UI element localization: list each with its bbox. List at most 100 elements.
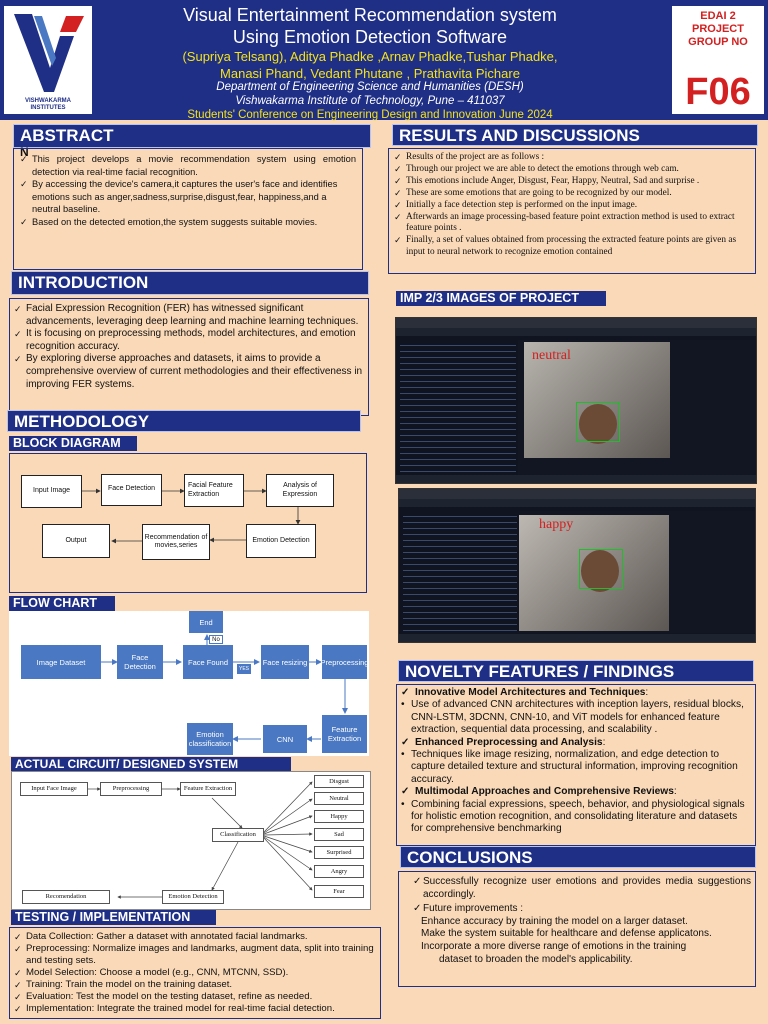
- check-icon: ✓: [401, 786, 410, 798]
- introduction-heading: INTRODUCTION: [11, 271, 369, 295]
- flow-node-cnn: CNN: [263, 725, 307, 753]
- group-id: F06: [685, 71, 751, 113]
- authors-line1: (Supriya Telsang), Aditya Phadke ,Arnav …: [182, 49, 558, 64]
- results-heading: RESULTS AND DISCUSSIONS: [392, 124, 758, 146]
- testing-item: Evaluation: Test the model on the testin…: [14, 991, 376, 1003]
- testing-heading: TESTING / IMPLEMENTATION: [11, 910, 216, 925]
- block-node-feature-extraction: Facial Feature Extraction: [184, 474, 244, 507]
- dept-line2: Vishwakarma Institute of Technology, Pun…: [235, 95, 505, 107]
- results-item: Through our project we are able to detec…: [394, 164, 750, 176]
- logo-text-line1: VISHWAKARMA: [25, 98, 71, 104]
- circuit-emotion-angry: Angry: [314, 865, 364, 878]
- webcam-frame: neutral: [524, 342, 670, 458]
- circuit-emotion-surprised: Surprised: [314, 846, 364, 859]
- conclusions-sub-1: Enhance accuracy by training the model o…: [421, 915, 688, 927]
- conclusions-content: ✓Successfully recognize user emotions an…: [413, 876, 751, 966]
- flow-node-face-found: Face Found: [183, 645, 233, 679]
- testing-box: Data Collection: Gather a dataset with a…: [9, 927, 381, 1019]
- block-diagram: Input Image Face Detection Facial Featur…: [9, 453, 367, 593]
- screenshot-taskbar: [396, 475, 756, 483]
- novelty-title-1: ✓Innovative Model Architectures and Tech…: [401, 687, 649, 698]
- circuit-node-input: Input Face Image: [20, 782, 88, 796]
- face-icon: [579, 404, 617, 444]
- novelty-title-text: Multimodal Approaches and Comprehensive …: [415, 786, 674, 798]
- novelty-body-3: •Combining facial expressions, speech, b…: [401, 799, 751, 836]
- circuit-node-emotion-detection: Emotion Detection: [162, 890, 224, 904]
- logo-text: VISHWAKARMA INSTITUTES: [4, 98, 92, 112]
- conclusions-item-2: ✓Future improvements :: [413, 903, 751, 916]
- introduction-item: It is focusing on preprocessing methods,…: [14, 328, 364, 353]
- group-label-line3: GROUP NO: [688, 36, 748, 48]
- novelty-heading: NOVELTY FEATURES / FINDINGS: [398, 660, 754, 682]
- results-item: Results of the project are as follows :: [394, 152, 750, 164]
- conclusions-box: ✓Successfully recognize user emotions an…: [398, 871, 756, 987]
- project-screenshot-1: neutral: [395, 317, 757, 484]
- novelty-title-text: Enhanced Preprocessing and Analysis: [415, 736, 603, 748]
- circuit-node-feature-extraction: Feature Extraction: [180, 782, 236, 796]
- abstract-heading-overflow: N: [20, 145, 29, 159]
- department: Department of Engineering Science and Hu…: [100, 80, 640, 108]
- screenshot-tabs: [396, 328, 756, 336]
- conference-line: Students' Conference on Engineering Desi…: [187, 109, 553, 121]
- face-box: [576, 402, 620, 442]
- group-label: EDAI 2 PROJECT GROUP NO: [672, 10, 764, 49]
- abstract-heading: ABSTRACT: [13, 124, 371, 148]
- novelty-box: ✓ Innovative Model Architectures and Tech…: [396, 684, 756, 846]
- authors: (Supriya Telsang), Aditya Phadke ,Arnav …: [100, 48, 640, 82]
- block-node-face-detection: Face Detection: [101, 474, 162, 506]
- conclusions-heading: CONCLUSIONS: [400, 846, 756, 868]
- poster-title: Visual Entertainment Recommendation syst…: [100, 4, 640, 48]
- group-label-line1: EDAI 2: [700, 10, 736, 22]
- flow-yes-label: YES: [237, 664, 251, 674]
- project-screenshot-2: happy: [398, 488, 756, 643]
- emotion-label: happy: [539, 517, 574, 532]
- circuit-emotion-fear: Fear: [314, 885, 364, 898]
- testing-item: Model Selection: Choose a model (e.g., C…: [14, 967, 376, 979]
- flow-chart-heading: FLOW CHART: [9, 596, 115, 611]
- flow-no-label: No: [209, 635, 223, 644]
- conclusions-sub-3a: Incorporate a more diverse range of emot…: [421, 940, 687, 952]
- group-box: EDAI 2 PROJECT GROUP NO F06: [672, 6, 764, 114]
- conclusions-item-text: Successfully recognize user emotions and…: [423, 876, 751, 900]
- testing-item: Implementation: Integrate the trained mo…: [14, 1003, 376, 1015]
- flow-node-preprocessing: Preprocessing: [321, 645, 368, 679]
- abstract-list: This project develops a movie recommenda…: [20, 153, 356, 229]
- novelty-body-1: •Use of advanced CNN architectures with …: [401, 699, 751, 736]
- title-line1: Visual Entertainment Recommendation syst…: [183, 5, 557, 25]
- novelty-body-2: •Techniques like image resizing, normali…: [401, 749, 751, 786]
- flow-node-face-detection: Face Detection: [117, 645, 163, 679]
- logo-text-line2: INSTITUTES: [30, 105, 66, 111]
- authors-line2: Manasi Phand, Vedant Phutane , Prathavit…: [220, 66, 520, 81]
- conclusions-sub-3b: dataset to broaden the model's applicabi…: [439, 953, 633, 965]
- abstract-box: This project develops a movie recommenda…: [13, 148, 363, 270]
- results-item: Initially a face detection step is perfo…: [394, 200, 750, 212]
- webcam-frame: happy: [519, 515, 669, 631]
- block-node-input-image: Input Image: [21, 475, 82, 508]
- dept-line1: Department of Engineering Science and Hu…: [216, 81, 524, 93]
- abstract-item: By accessing the device's camera,it capt…: [20, 178, 356, 216]
- block-diagram-arrows: [82, 488, 301, 544]
- results-list: Results of the project are as follows : …: [394, 152, 750, 259]
- poster-header: VISHWAKARMA INSTITUTES Visual Entertainm…: [0, 0, 768, 121]
- results-box: Results of the project are as follows : …: [388, 148, 756, 274]
- images-heading: IMP 2/3 IMAGES OF PROJECT: [396, 291, 606, 306]
- check-icon: ✓: [401, 736, 410, 748]
- block-node-analysis: Analysis of Expression: [266, 474, 334, 507]
- circuit-node-preprocessing: Preprocessing: [100, 782, 162, 796]
- block-diagram-heading: BLOCK DIAGRAM: [9, 436, 137, 451]
- flow-chart-arrows: [101, 634, 348, 742]
- abstract-item: Based on the detected emotion,the system…: [20, 216, 356, 229]
- novelty-title-text: Innovative Model Architectures and Techn…: [415, 687, 646, 698]
- bullet-icon: •: [401, 699, 405, 711]
- circuit-arrows: [88, 781, 313, 899]
- bullet-icon: •: [401, 798, 405, 810]
- abstract-item: This project develops a movie recommenda…: [20, 153, 356, 178]
- conclusions-item-1: ✓Successfully recognize user emotions an…: [413, 876, 751, 901]
- block-node-emotion-detection: Emotion Detection: [246, 524, 316, 558]
- flow-node-face-resizing: Face resizing: [261, 645, 309, 679]
- circuit-emotion-disgust: Disgust: [314, 775, 364, 788]
- circuit-emotion-neutral: Neutral: [314, 792, 364, 805]
- face-icon: [581, 550, 619, 592]
- screenshot-titlebar: [396, 318, 756, 328]
- novelty-content: ✓ Innovative Model Architectures and Tech…: [401, 687, 751, 836]
